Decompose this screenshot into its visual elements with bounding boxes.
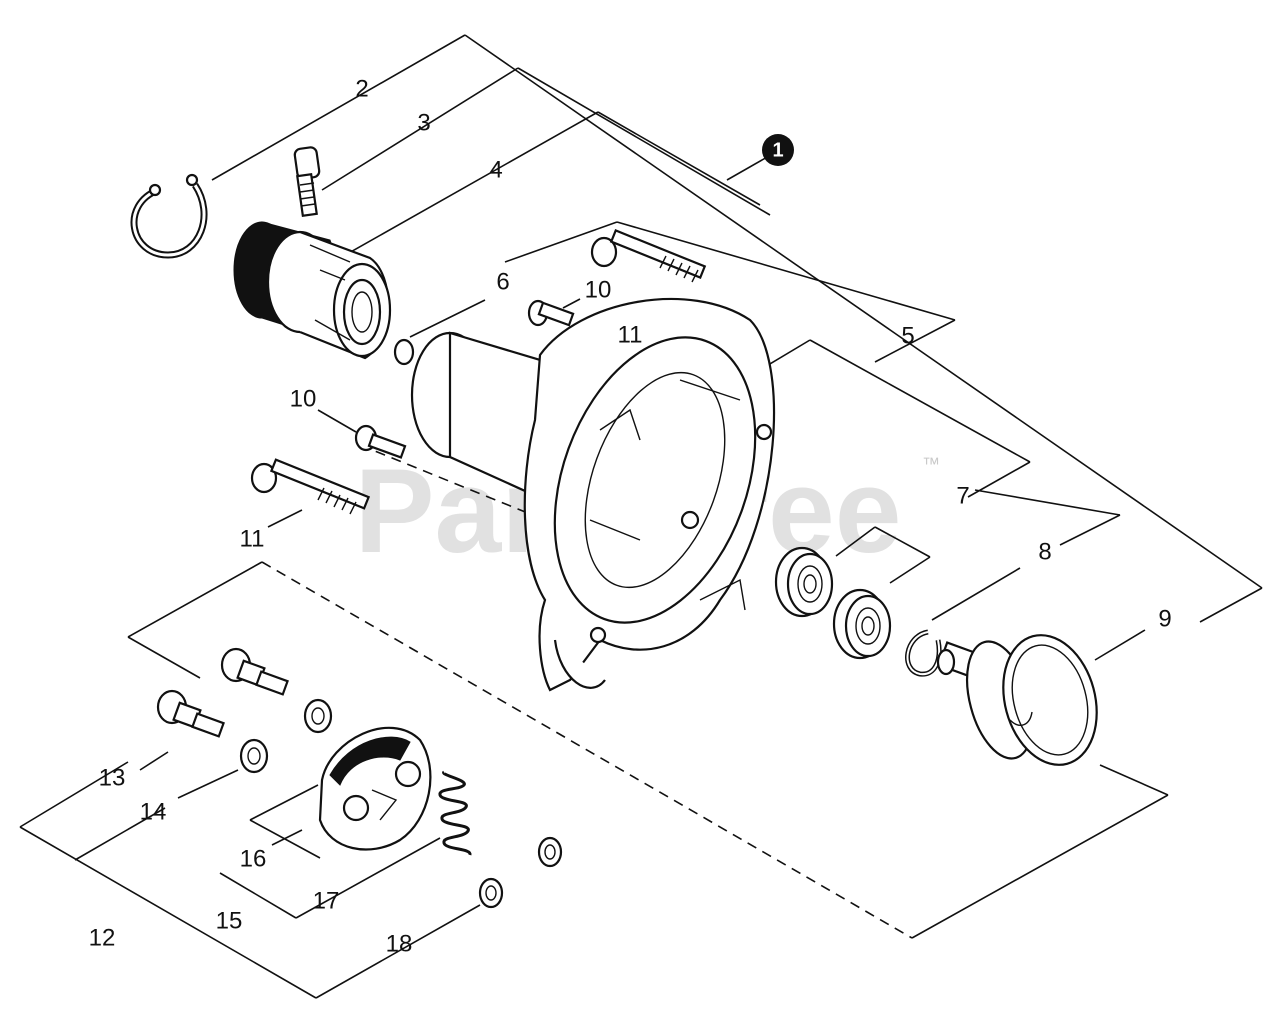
callout-10-top: 10 <box>585 276 612 303</box>
washer-part-18a <box>537 836 563 868</box>
callout-3: 3 <box>417 109 430 136</box>
clutch-drum-part <box>936 634 1100 766</box>
callout-14: 14 <box>140 798 167 825</box>
clutch-shoe-part <box>318 726 432 851</box>
callout-17: 17 <box>313 887 340 914</box>
callout-18: 18 <box>386 930 413 957</box>
callout-16: 16 <box>240 845 267 872</box>
shoulder-bolt-part-2 <box>156 689 225 738</box>
screw-part-top <box>527 299 575 327</box>
bearing-part-2 <box>832 588 892 660</box>
callout-2: 2 <box>355 75 368 102</box>
callout-11-top: 11 <box>618 321 643 348</box>
screw-part-left <box>354 424 407 459</box>
long-bolt-part-top <box>590 229 707 283</box>
callout-11-left: 11 <box>240 525 265 552</box>
bearing-part-1 <box>774 546 834 618</box>
washer-part-14a <box>303 698 333 734</box>
long-bolt-part-left <box>250 458 371 515</box>
assembly-marker-number: 1 <box>772 139 783 161</box>
callout-5: 5 <box>901 322 914 349</box>
callout-15: 15 <box>216 907 243 934</box>
small-snap-ring-part <box>905 629 942 677</box>
washer-part-18b <box>478 877 504 909</box>
shoulder-bolt-part-1 <box>220 647 289 696</box>
callout-8: 8 <box>1038 538 1051 565</box>
snap-ring-part <box>130 173 208 259</box>
clutch-hub-part <box>233 221 392 360</box>
washer-part <box>393 338 415 366</box>
assembly-marker: 1 <box>762 134 794 166</box>
spring-part <box>438 770 472 856</box>
callout-12: 12 <box>89 924 116 951</box>
callout-6: 6 <box>496 268 509 295</box>
callout-13: 13 <box>99 764 126 791</box>
callout-7: 7 <box>956 482 969 509</box>
bolt-part <box>293 146 321 218</box>
washer-part-14b <box>239 738 269 774</box>
gear-case-part <box>410 297 776 692</box>
watermark-trademark: ™ <box>922 454 940 474</box>
callout-4: 4 <box>489 156 502 183</box>
callout-9: 9 <box>1158 605 1171 632</box>
callout-10-left: 10 <box>290 385 317 412</box>
